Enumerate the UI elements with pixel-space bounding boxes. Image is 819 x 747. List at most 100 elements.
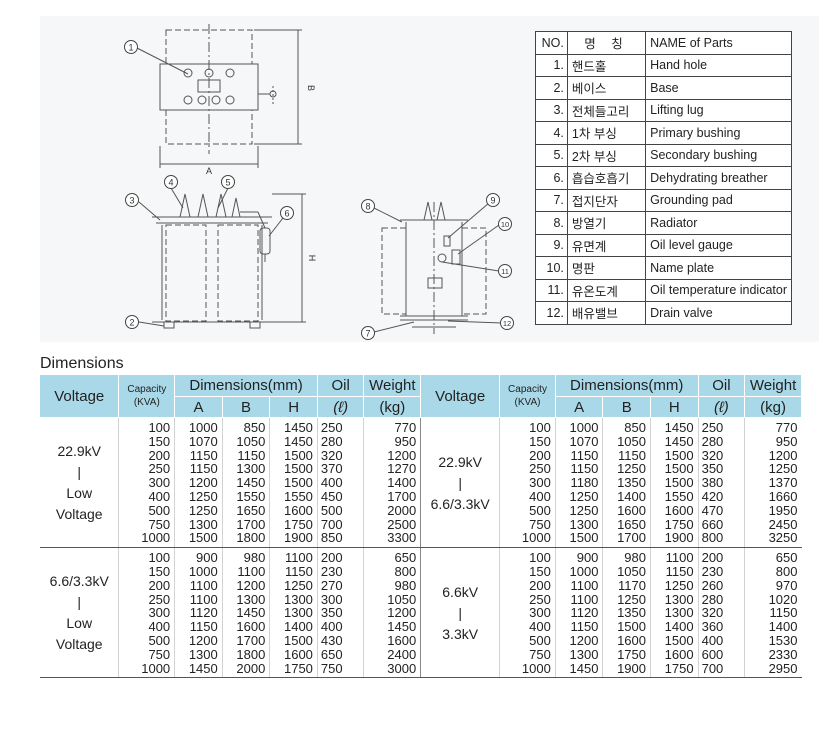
svg-text:3: 3 <box>129 196 134 206</box>
value: 400 <box>320 475 343 491</box>
header-oil-unit-right: (ℓ) <box>698 396 746 418</box>
value: 300 <box>529 475 551 491</box>
value: 300 <box>148 475 171 491</box>
value: 750 <box>148 516 171 532</box>
value: 500 <box>529 502 551 518</box>
callout-leaders <box>136 47 503 333</box>
value: 750 <box>529 516 551 532</box>
value: 3250 <box>768 530 798 546</box>
value: 2450 <box>768 516 798 532</box>
value: 250 <box>148 461 171 477</box>
value: 150 <box>529 433 551 449</box>
value: 1300 <box>236 591 266 607</box>
value: 430 <box>320 632 343 648</box>
value: 1120 <box>570 605 599 621</box>
value: 950 <box>394 433 417 449</box>
value: 1700 <box>236 632 266 648</box>
value: 400 <box>148 619 171 635</box>
value: 360 <box>701 619 724 635</box>
value: 1600 <box>387 632 417 648</box>
value: 770 <box>394 420 417 435</box>
value: 1100 <box>570 591 599 607</box>
part-name-english: Hand hole <box>645 53 792 77</box>
value: 1450 <box>664 420 694 435</box>
value: 1250 <box>768 461 798 477</box>
callout-1: 1 <box>124 40 138 54</box>
value: 200 <box>148 577 171 593</box>
value: 1250 <box>569 488 599 504</box>
value: 200 <box>320 550 343 566</box>
svg-text:6: 6 <box>284 209 289 219</box>
value: 1660 <box>768 488 798 504</box>
callout-7: 7 <box>361 326 375 340</box>
value: 1800 <box>236 530 266 546</box>
value: 1600 <box>283 646 313 662</box>
value: 400 <box>148 488 171 504</box>
value: 1000 <box>188 420 218 435</box>
value: 1250 <box>664 577 694 593</box>
value: 300 <box>529 605 551 621</box>
value: 150 <box>148 563 171 579</box>
value: 1100 <box>665 550 694 566</box>
value: 1100 <box>189 591 218 607</box>
header-english-name: NAME of Parts <box>645 31 792 55</box>
voltage-line: Voltage <box>55 506 103 523</box>
value: 1900 <box>283 530 313 546</box>
part-name-korean: 유면계 <box>566 233 647 257</box>
value: 850 <box>320 530 343 546</box>
value: 1400 <box>617 488 646 504</box>
part-name-korean: 방열기 <box>566 211 647 235</box>
part-name-korean: 베이스 <box>566 76 647 100</box>
value: 1180 <box>570 475 599 491</box>
value: 1450 <box>569 660 599 676</box>
header-weight-unit-left: (kg) <box>363 396 422 418</box>
value: 1950 <box>768 502 798 518</box>
value: 1100 <box>237 563 266 579</box>
callout-3: 3 <box>125 193 139 207</box>
value: 1450 <box>664 433 694 449</box>
value: 1050 <box>236 433 266 449</box>
value: 1150 <box>189 461 218 477</box>
header-b-right: B <box>602 396 651 418</box>
value: 1530 <box>768 632 798 648</box>
value: 1450 <box>387 619 417 635</box>
svg-text:1: 1 <box>128 43 133 53</box>
voltage-line: 6.6/3.3kV <box>49 573 109 590</box>
callout-markers: 1 2 3 4 5 6 7 8 9 10 11 12 <box>124 40 514 340</box>
value: 1500 <box>569 530 599 546</box>
part-number: 6. <box>535 166 568 190</box>
value: 1500 <box>617 619 646 635</box>
value: 350 <box>320 605 343 621</box>
part-name-english: Primary bushing <box>645 121 792 145</box>
value: 1600 <box>617 632 646 648</box>
header-voltage-left: Voltage <box>40 375 120 418</box>
value: 1750 <box>664 516 694 532</box>
part-name-english: Oil temperature indicator <box>645 278 792 302</box>
value: 1700 <box>617 530 646 546</box>
value: 230 <box>701 563 724 579</box>
part-name-english: Oil level gauge <box>645 233 792 257</box>
value: 420 <box>701 488 724 504</box>
part-name-korean: 배유밸브 <box>566 301 647 325</box>
callout-2: 2 <box>125 315 139 329</box>
value: 1020 <box>768 591 798 607</box>
value: 280 <box>320 433 343 449</box>
value: 380 <box>701 475 724 491</box>
value: 450 <box>320 488 343 504</box>
value: 1270 <box>387 461 417 477</box>
value: 500 <box>148 632 171 648</box>
